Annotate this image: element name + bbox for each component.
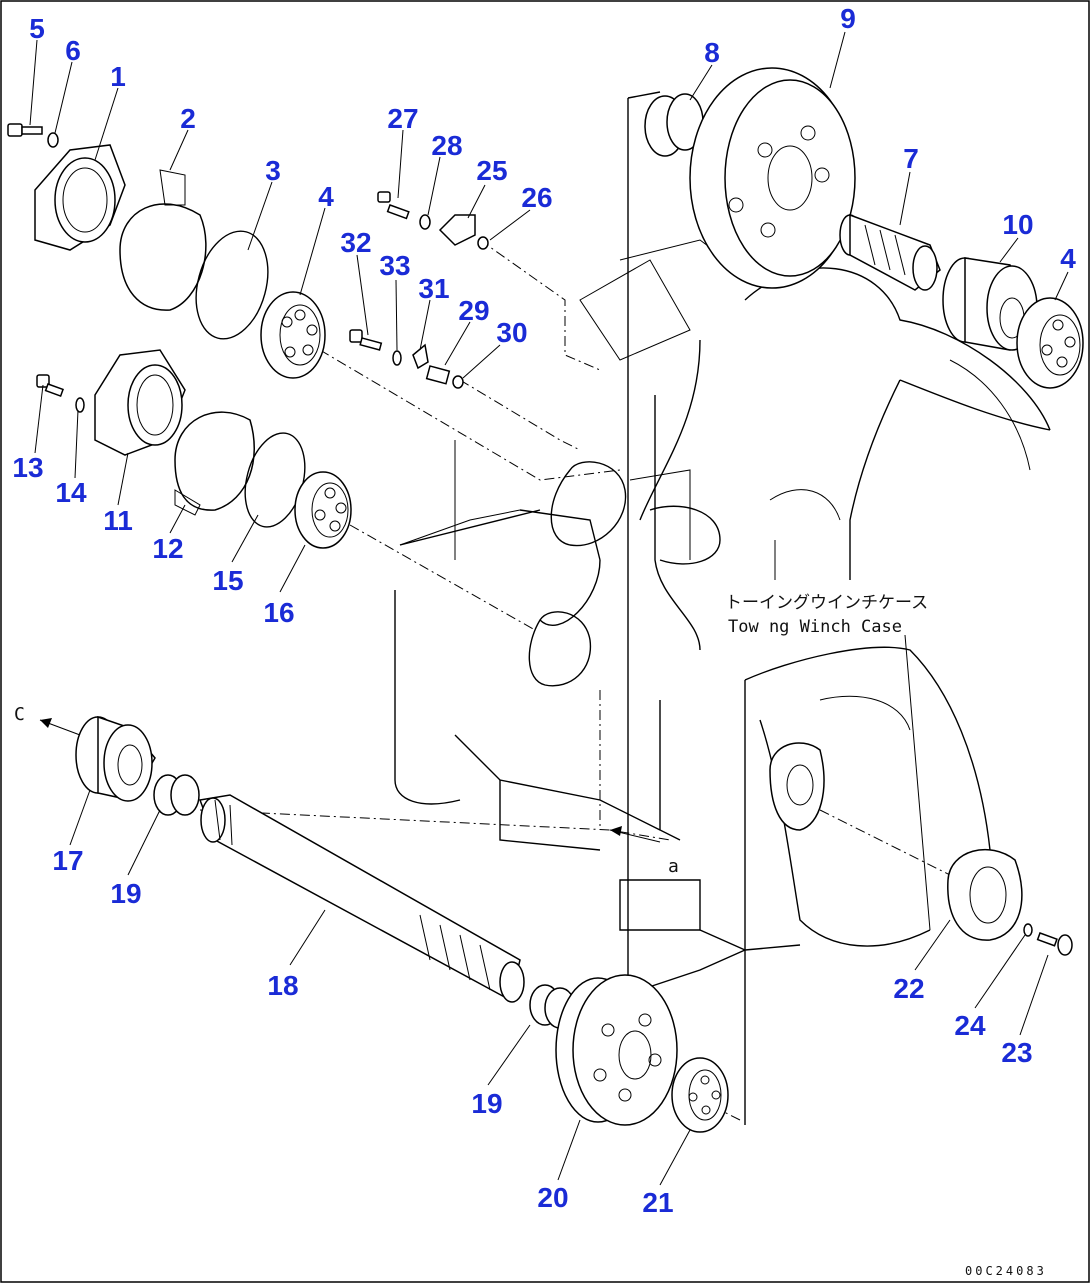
case-label-japanese: トーイングウインチケース	[725, 593, 928, 613]
callout-8: 8	[704, 37, 720, 68]
callout-28: 28	[431, 130, 462, 161]
ref-letter-a: a	[668, 856, 679, 877]
ref-arrow-a-head	[610, 826, 622, 836]
callout-15: 15	[212, 565, 243, 596]
callout-5: 5	[29, 13, 45, 44]
callout-29: 29	[458, 295, 489, 326]
callout-21: 21	[642, 1187, 673, 1218]
drawing-code: 00C24083	[965, 1264, 1047, 1278]
part-18-shaft	[198, 794, 525, 1003]
part-1-cover	[34, 144, 126, 251]
callout-6: 6	[65, 35, 81, 66]
ref-letter-c: C	[14, 704, 25, 725]
part-26-o-ring	[477, 236, 489, 250]
callout-14: 14	[55, 477, 87, 508]
part-33-washer	[392, 350, 402, 366]
callout-3: 3	[265, 155, 281, 186]
callout-10: 10	[1002, 209, 1033, 240]
callout-20: 20	[537, 1182, 568, 1213]
callout-19-lower: 19	[471, 1088, 502, 1119]
part-22-cover-plate	[947, 848, 1023, 941]
callout-31: 31	[418, 273, 449, 304]
part-7-shaft	[839, 213, 941, 291]
callout-4-right: 4	[1060, 243, 1076, 274]
part-12-shim	[174, 411, 255, 516]
callout-7: 7	[903, 143, 919, 174]
case-label-english: Tow ng Winch Case	[728, 617, 902, 637]
part-19-spacer-upper	[153, 774, 200, 816]
part-25-elbow	[438, 214, 476, 246]
part-9-gear	[689, 67, 856, 289]
part-4-bearing-upper	[260, 291, 326, 379]
part-17-gear	[75, 715, 156, 802]
leader-lines	[29, 31, 1069, 1186]
callout-17: 17	[52, 845, 83, 876]
callout-27: 27	[387, 103, 418, 134]
part-29-plug	[425, 365, 451, 385]
callout-19-upper: 19	[110, 878, 141, 909]
part-14-washer	[75, 397, 85, 413]
part-21-bearing	[671, 1057, 729, 1133]
part-11-cover	[94, 349, 186, 456]
part-31-plate	[412, 343, 429, 370]
part-28-washer	[419, 214, 431, 230]
part-6-washer	[47, 132, 59, 148]
callout-13: 13	[12, 452, 43, 483]
callout-4-upper: 4	[318, 181, 334, 212]
callout-30: 30	[496, 317, 527, 348]
part-27-bolt	[377, 191, 410, 220]
part-30-o-ring	[452, 375, 464, 389]
callout-9: 9	[840, 3, 856, 34]
part-4-bearing-right	[1016, 297, 1084, 389]
part-32-bolt	[349, 329, 383, 351]
part-23-bolt	[1036, 932, 1073, 956]
part-3-o-ring	[195, 230, 269, 340]
callout-22: 22	[893, 973, 924, 1004]
ref-arrow-c-head	[40, 718, 52, 728]
callout-numbers: 5 6 1 2 3 4 27 28 25 26 32 33 31 29 30 8…	[12, 3, 1076, 1218]
callout-32: 32	[340, 227, 371, 258]
part-20-gear	[555, 974, 678, 1126]
case-mount-plate	[769, 742, 825, 831]
callout-33: 33	[379, 250, 410, 281]
callout-1: 1	[110, 61, 126, 92]
part-2-shim	[119, 169, 207, 311]
callout-23: 23	[1001, 1037, 1032, 1068]
callout-24: 24	[954, 1010, 986, 1041]
part-8-spacer	[644, 93, 704, 157]
part-24-washer	[1023, 923, 1033, 937]
callout-18: 18	[267, 970, 298, 1001]
part-5-bolt	[7, 123, 43, 137]
part-13-bolt	[36, 374, 64, 398]
callout-16: 16	[263, 597, 294, 628]
callout-11: 11	[103, 505, 133, 536]
callout-12: 12	[152, 533, 183, 564]
assembly-center-lines	[199, 239, 961, 1121]
part-16-bearing	[294, 471, 352, 549]
callout-26: 26	[521, 182, 552, 213]
callout-2: 2	[180, 103, 196, 134]
callout-25: 25	[476, 155, 507, 186]
